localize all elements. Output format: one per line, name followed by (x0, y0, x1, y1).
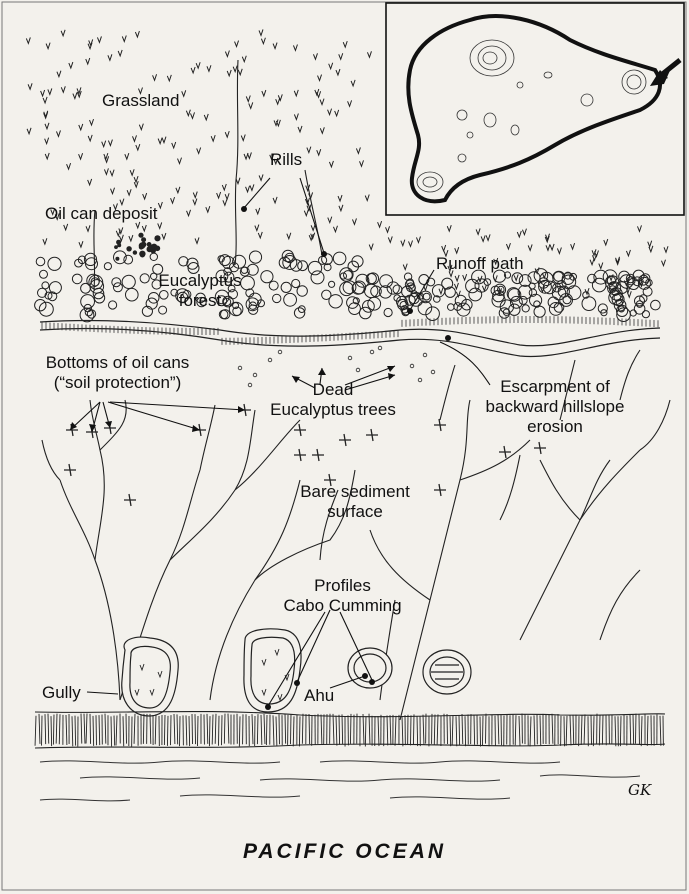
label-pacific-ocean: PACIFIC OCEAN (0, 840, 689, 864)
label-bottoms-of-oil-cans: Bottoms of oil cans (“soil protection”) (30, 353, 205, 393)
label-eucalyptus-forest-line2: forest (140, 291, 260, 311)
label-dead-line1: Dead (258, 380, 408, 400)
label-bare-sediment-surface: Bare sediment surface (280, 482, 430, 522)
artist-signature: GK (628, 780, 651, 800)
label-bare-line1: Bare sediment (280, 482, 430, 502)
label-rills: Rills (270, 150, 302, 170)
profile-pit-1 (122, 637, 179, 716)
label-escarpment: Escarpment of backward hillslope erosion (470, 377, 640, 437)
label-oil-can-deposit: Oil can deposit (45, 204, 157, 224)
label-profiles-cabo-cumming: Profiles Cabo Cumming (265, 576, 420, 616)
label-dead-eucalyptus-trees: Dead Eucalyptus trees (258, 380, 408, 420)
label-ahu: Ahu (304, 686, 334, 706)
label-bottoms-line1: Bottoms of oil cans (30, 353, 205, 373)
label-bottoms-line2: (“soil protection”) (30, 373, 205, 393)
label-profiles-line1: Profiles (265, 576, 420, 596)
label-eucalyptus-forest-line1: Eucalyptus (140, 271, 260, 291)
label-dead-line2: Eucalyptus trees (258, 400, 408, 420)
label-escarpment-line2: backward hillslope (470, 397, 640, 417)
label-bare-line2: surface (280, 502, 430, 522)
inset-island-map (386, 3, 684, 215)
label-gully: Gully (42, 683, 81, 703)
label-runoff-path: Runoff path (436, 254, 524, 274)
label-eucalyptus-forest: Eucalyptus forest (140, 271, 260, 311)
label-grassland: Grassland (102, 91, 179, 111)
label-escarpment-line1: Escarpment of (470, 377, 640, 397)
label-escarpment-line3: erosion (470, 417, 640, 437)
label-profiles-line2: Cabo Cumming (265, 596, 420, 616)
